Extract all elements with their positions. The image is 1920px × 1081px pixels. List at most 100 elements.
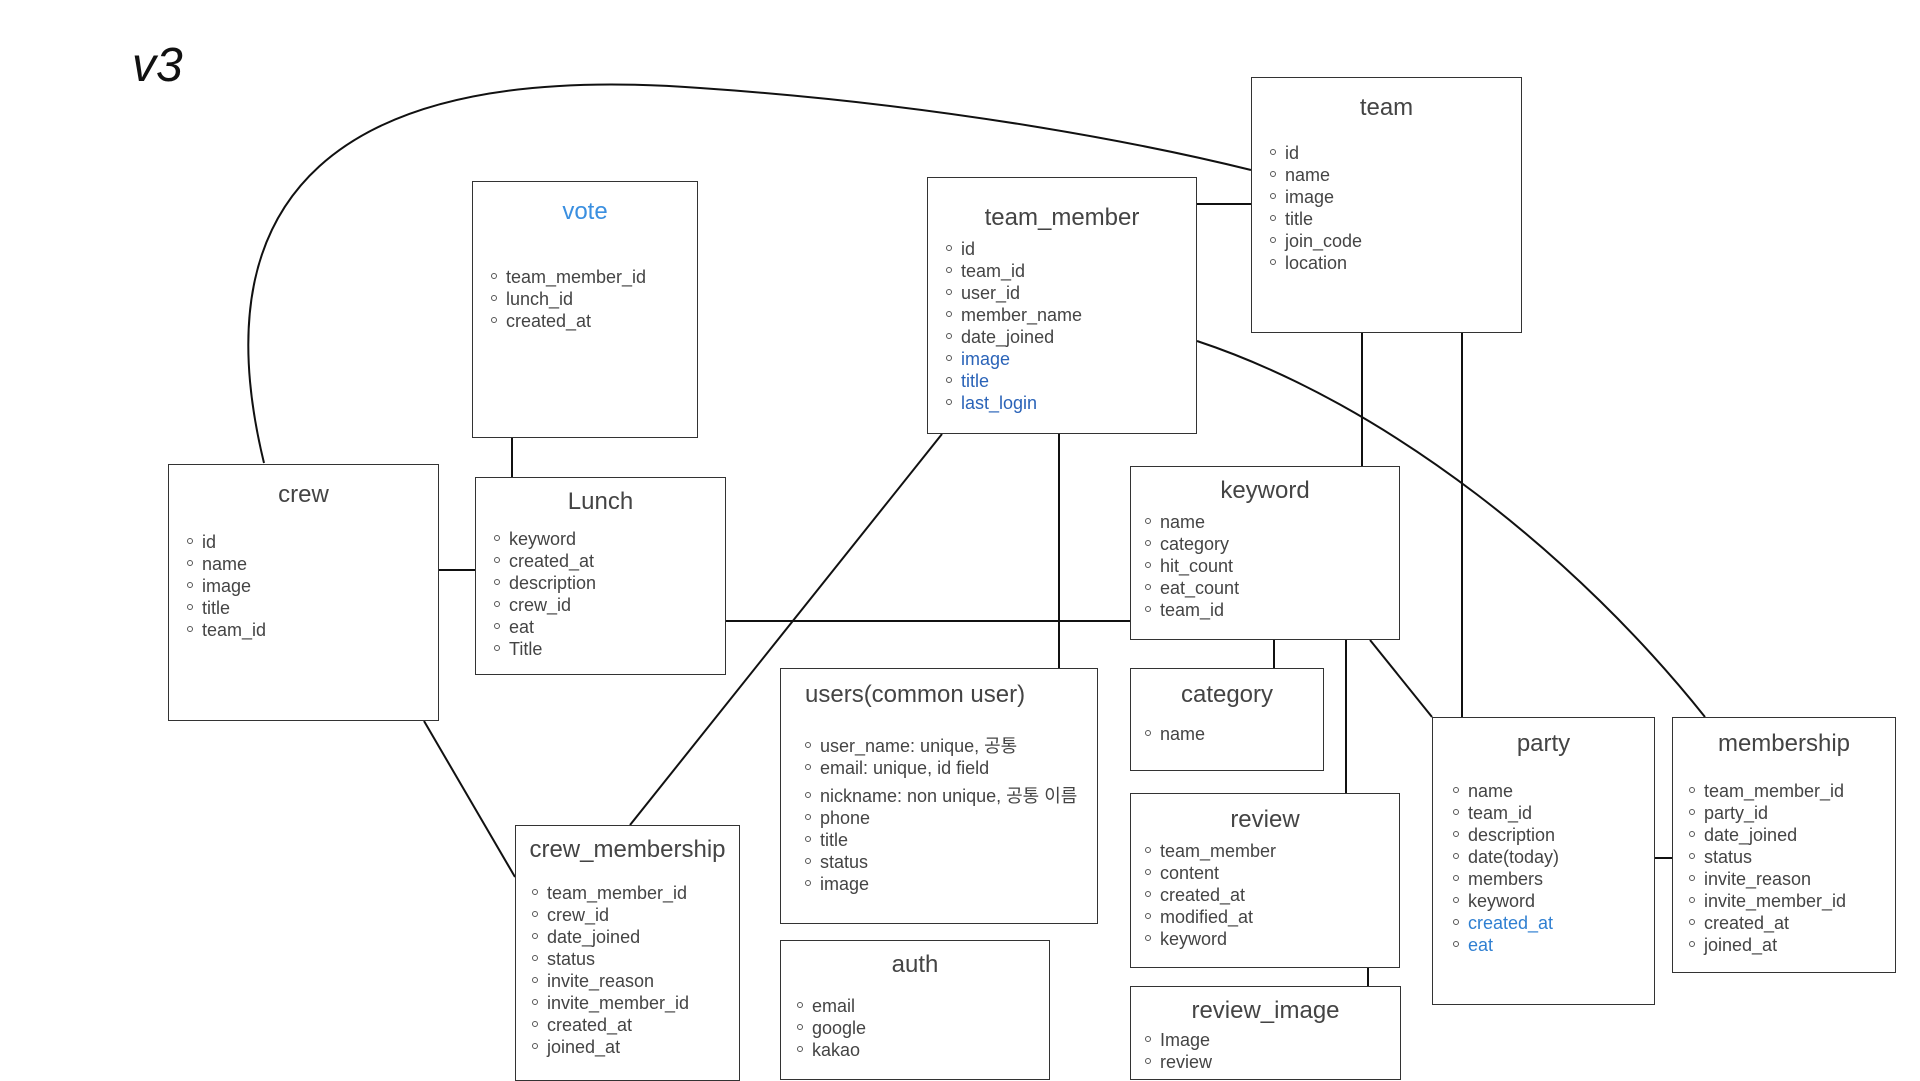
link-team-member-membership xyxy=(1196,340,1706,718)
field: modified_at xyxy=(1145,906,1399,928)
entity-title: review xyxy=(1230,806,1300,833)
field-list: team_member_id lunch_id created_at xyxy=(473,266,697,332)
field-list: keyword created_at description crew_id e… xyxy=(476,528,725,660)
field: nickname: non unique, 공통 이름 xyxy=(805,785,1097,807)
entity-title: membership xyxy=(1717,730,1851,757)
entity-title: review_image xyxy=(1191,997,1340,1024)
field: description xyxy=(1453,824,1654,846)
field-list: name xyxy=(1131,723,1323,745)
field: email: unique, id field xyxy=(805,757,1097,779)
entity-title: auth xyxy=(891,951,939,978)
field-list: id name image title team_id xyxy=(169,531,438,641)
field: title xyxy=(946,370,1196,392)
link-crew-crew-membership xyxy=(423,720,516,878)
entity-title: crew xyxy=(278,481,329,508)
entity-title: category xyxy=(1180,681,1274,708)
field: name xyxy=(1145,723,1323,745)
field: id xyxy=(946,238,1196,260)
entity-team: team id name image title join_code locat… xyxy=(1251,77,1522,333)
entity-review: review team_member content created_at mo… xyxy=(1130,793,1400,968)
field: hit_count xyxy=(1145,555,1399,577)
field: date_joined xyxy=(1689,824,1895,846)
field: image xyxy=(187,575,438,597)
entity-title: keyword xyxy=(1220,477,1310,504)
field: name xyxy=(1453,780,1654,802)
field: id xyxy=(187,531,438,553)
link-team-member-crew-membership xyxy=(629,433,943,826)
field: image xyxy=(1270,186,1521,208)
entity-team-member: team_member id team_id user_id member_na… xyxy=(927,177,1197,434)
field: created_at xyxy=(494,550,725,572)
entity-users: users(common user) user_name: unique, 공통… xyxy=(780,668,1098,924)
entity-keyword: keyword name category hit_count eat_coun… xyxy=(1130,466,1400,640)
field: team_member_id xyxy=(532,882,739,904)
field: team_id xyxy=(187,619,438,641)
field: image xyxy=(805,873,1097,895)
field: eat xyxy=(1453,934,1654,956)
field-list: team_member_id party_id date_joined stat… xyxy=(1673,780,1895,956)
field: keyword xyxy=(1145,928,1399,950)
field: review xyxy=(1145,1051,1400,1073)
field: name xyxy=(1270,164,1521,186)
entity-title: team xyxy=(1359,94,1414,121)
field: email xyxy=(797,995,1049,1017)
entity-lunch: Lunch keyword created_at description cre… xyxy=(475,477,726,675)
field: keyword xyxy=(494,528,725,550)
field: lunch_id xyxy=(491,288,697,310)
field: party_id xyxy=(1689,802,1895,824)
field: invite_reason xyxy=(1689,868,1895,890)
field: team_id xyxy=(1145,599,1399,621)
field: title xyxy=(805,829,1097,851)
version-label: v3 xyxy=(132,39,183,92)
field: image xyxy=(946,348,1196,370)
field: user_id xyxy=(946,282,1196,304)
field: joined_at xyxy=(532,1036,739,1058)
entity-crew: crew id name image title team_id xyxy=(168,464,439,721)
field-list: name category hit_count eat_count team_i… xyxy=(1131,511,1399,621)
field: name xyxy=(1145,511,1399,533)
field: created_at xyxy=(532,1014,739,1036)
field: member_name xyxy=(946,304,1196,326)
field-list: id name image title join_code location xyxy=(1252,142,1521,274)
field: keyword xyxy=(1453,890,1654,912)
entity-title: vote xyxy=(562,198,608,225)
field: Title xyxy=(494,638,725,660)
field: phone xyxy=(805,807,1097,829)
entity-review-image: review_image Image review xyxy=(1130,986,1401,1080)
field: team_member_id xyxy=(491,266,697,288)
field: eat xyxy=(494,616,725,638)
field: join_code xyxy=(1270,230,1521,252)
field: Image xyxy=(1145,1029,1400,1051)
field: name xyxy=(187,553,438,575)
field: created_at xyxy=(1453,912,1654,934)
field-list: team_member content created_at modified_… xyxy=(1131,840,1399,950)
field: team_member xyxy=(1145,840,1399,862)
field: category xyxy=(1145,533,1399,555)
field-list: team_member_id crew_id date_joined statu… xyxy=(516,882,739,1058)
field: created_at xyxy=(1145,884,1399,906)
field: content xyxy=(1145,862,1399,884)
field: team_id xyxy=(1453,802,1654,824)
entity-category: category name xyxy=(1130,668,1324,771)
field: kakao xyxy=(797,1039,1049,1061)
entity-title: Lunch xyxy=(567,488,634,515)
field-list: email google kakao xyxy=(781,995,1049,1061)
entity-title: team_member xyxy=(984,204,1140,231)
entity-title: crew_membership xyxy=(529,836,726,863)
entity-title: party xyxy=(1516,730,1571,757)
field-list: Image review xyxy=(1131,1029,1400,1073)
field-list: user_name: unique, 공통 email: unique, id … xyxy=(781,735,1097,895)
field: invite_member_id xyxy=(1689,890,1895,912)
field: team_member_id xyxy=(1689,780,1895,802)
entity-membership: membership team_member_id party_id date_… xyxy=(1672,717,1896,973)
entity-vote: vote team_member_id lunch_id created_at xyxy=(472,181,698,438)
field: last_login xyxy=(946,392,1196,414)
field: status xyxy=(1689,846,1895,868)
field: crew_id xyxy=(494,594,725,616)
field: eat_count xyxy=(1145,577,1399,599)
field: date_joined xyxy=(532,926,739,948)
field: created_at xyxy=(491,310,697,332)
entity-title: users(common user) xyxy=(805,681,1026,708)
field: title xyxy=(187,597,438,619)
